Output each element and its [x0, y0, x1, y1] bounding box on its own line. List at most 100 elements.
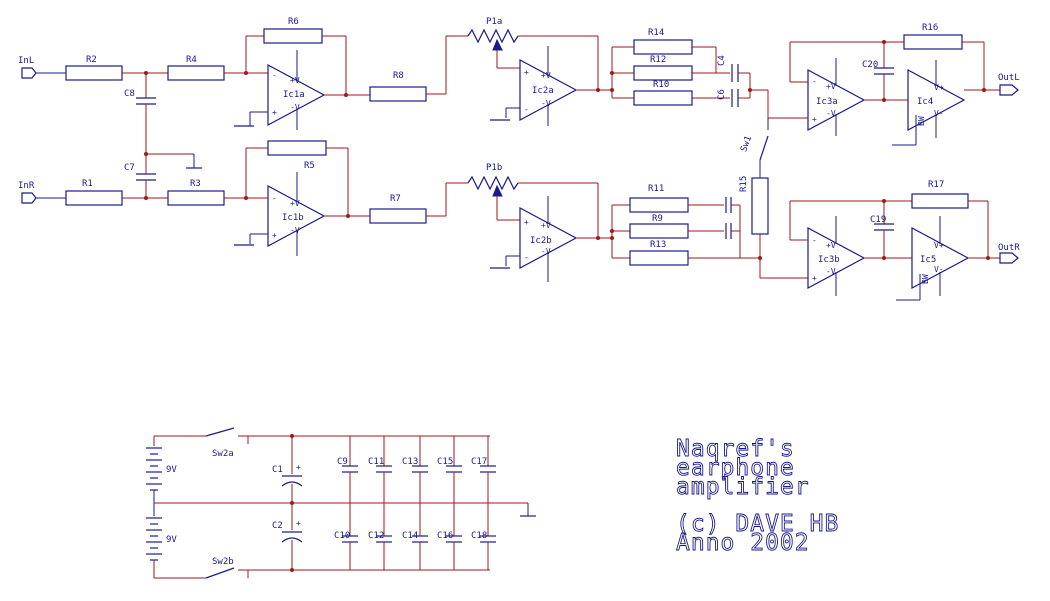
switch-sw2a[interactable]	[205, 427, 235, 437]
label-c11: C11	[368, 457, 384, 467]
label-r4: R4	[186, 55, 197, 65]
input-connector-right[interactable]	[21, 192, 37, 204]
label-inl: InL	[18, 56, 34, 66]
pin-vplus-ic3a: +V	[826, 82, 836, 91]
resistor-r4[interactable]	[167, 65, 225, 81]
label-sw2a: Sw2a	[212, 449, 234, 459]
label-r5: R5	[304, 161, 315, 171]
resistor-r15[interactable]	[751, 177, 769, 235]
pin-vminus-ic2a: -V	[541, 99, 551, 108]
potentiometer-p1b[interactable]	[467, 175, 519, 191]
label-r8: R8	[393, 71, 404, 81]
pin-bw-ic4: BW	[917, 116, 926, 126]
resistor-r5[interactable]	[267, 140, 327, 156]
resistor-r9[interactable]	[629, 223, 689, 239]
label-c12: C12	[368, 531, 384, 541]
resistor-r12[interactable]	[633, 65, 693, 81]
title-line-1: Naqref's	[676, 436, 795, 462]
label-r17: R17	[928, 180, 944, 190]
label-battery-bottom: 9V	[166, 535, 177, 545]
pin-bw-ic5: BW	[921, 274, 930, 284]
pin-minus-ic1a: -	[272, 71, 277, 80]
label-p1a: P1a	[486, 17, 502, 27]
pin-vminus-ic1a: -V	[290, 103, 300, 112]
switch-sw2b[interactable]	[205, 567, 235, 579]
pin-plus-c2: +	[296, 519, 301, 528]
resistor-r7[interactable]	[369, 208, 427, 224]
output-connector-left[interactable]	[999, 84, 1019, 96]
resistor-r10[interactable]	[633, 90, 693, 106]
label-r1: R1	[82, 179, 93, 189]
resistor-r6[interactable]	[263, 28, 323, 44]
label-inr: InR	[18, 181, 35, 191]
title-line-5: Anno 2002	[676, 530, 810, 556]
resistor-r11[interactable]	[629, 197, 689, 213]
label-c10: C10	[334, 531, 350, 541]
pin-vplus-ic2b: +V	[541, 221, 551, 230]
title-line-4: (c) DAVE HB	[676, 511, 839, 537]
label-r14: R14	[648, 28, 664, 38]
label-r6: R6	[288, 17, 299, 27]
pin-plus-c1: +	[296, 463, 301, 472]
resistor-r16[interactable]	[903, 34, 963, 50]
pin-minus-ic2a: -	[524, 105, 529, 114]
resistor-r2[interactable]	[65, 65, 123, 81]
label-r11: R11	[648, 184, 664, 194]
resistor-r3[interactable]	[167, 190, 225, 206]
label-c20: C20	[862, 60, 878, 70]
resistor-r1[interactable]	[65, 190, 123, 206]
title-line-3: amplifier	[676, 474, 810, 500]
battery-bottom[interactable]	[146, 517, 162, 561]
label-r12: R12	[650, 55, 666, 65]
label-r7: R7	[390, 194, 401, 204]
label-c15: C15	[437, 457, 453, 467]
label-sw2b: Sw2b	[212, 557, 234, 567]
label-c2: C2	[272, 521, 283, 531]
pin-vplus2-ic4: V+	[934, 83, 944, 92]
label-c13: C13	[402, 457, 418, 467]
battery-top[interactable]	[146, 447, 162, 491]
pin-vplus2-ic5: V+	[934, 241, 944, 250]
label-p1b: P1b	[486, 163, 502, 173]
pin-vminus-ic3b: -V	[826, 267, 836, 276]
label-c16: C16	[437, 531, 453, 541]
label-c17: C17	[471, 457, 487, 467]
resistor-r13[interactable]	[629, 250, 689, 266]
potentiometer-p1a[interactable]	[467, 28, 519, 44]
label-r10: R10	[653, 80, 669, 90]
resistor-r14[interactable]	[633, 39, 693, 55]
label-c19: C19	[870, 215, 886, 225]
label-c4: C4	[717, 55, 727, 66]
label-c1: C1	[272, 465, 283, 475]
pin-plus-ic2b: +	[524, 218, 529, 227]
pin-vplus-ic1b: +V	[290, 199, 300, 208]
label-ic2b: Ic2b	[530, 236, 552, 246]
label-r13: R13	[650, 240, 666, 250]
pin-plus-ic1a: +	[272, 108, 277, 117]
pin-minus-ic3a: -	[812, 77, 817, 86]
pin-vminus-ic3a: -V	[826, 109, 836, 118]
output-connector-right[interactable]	[999, 252, 1019, 264]
switch-sw1[interactable]	[759, 135, 769, 161]
label-ic1b: Ic1b	[282, 213, 304, 223]
label-sw1: Sw1	[739, 135, 754, 154]
label-c9: C9	[337, 457, 348, 467]
input-connector-left[interactable]	[21, 67, 37, 79]
pin-vplus-ic3b: +V	[826, 241, 836, 250]
label-ic3a: Ic3a	[816, 97, 838, 107]
label-r16: R16	[922, 23, 938, 33]
resistor-r8[interactable]	[369, 86, 427, 102]
resistor-r17[interactable]	[911, 193, 969, 209]
title-block: Naqref's earphone amplifier (c) DAVE HB …	[676, 436, 839, 557]
label-battery-top: 9V	[166, 465, 177, 475]
label-ic5: Ic5	[920, 255, 936, 265]
pin-minus-ic1b: -	[272, 194, 277, 203]
pin-vplus-ic1a: +V	[290, 76, 300, 85]
power-supply: Sw2a 9V 9V Sw2b	[146, 427, 536, 579]
label-r2: R2	[86, 55, 97, 65]
label-c6: C6	[717, 89, 727, 100]
pin-vplus-ic2a: +V	[541, 71, 551, 80]
label-c18: C18	[471, 531, 487, 541]
pin-vminus2-ic4: V-	[934, 109, 944, 118]
